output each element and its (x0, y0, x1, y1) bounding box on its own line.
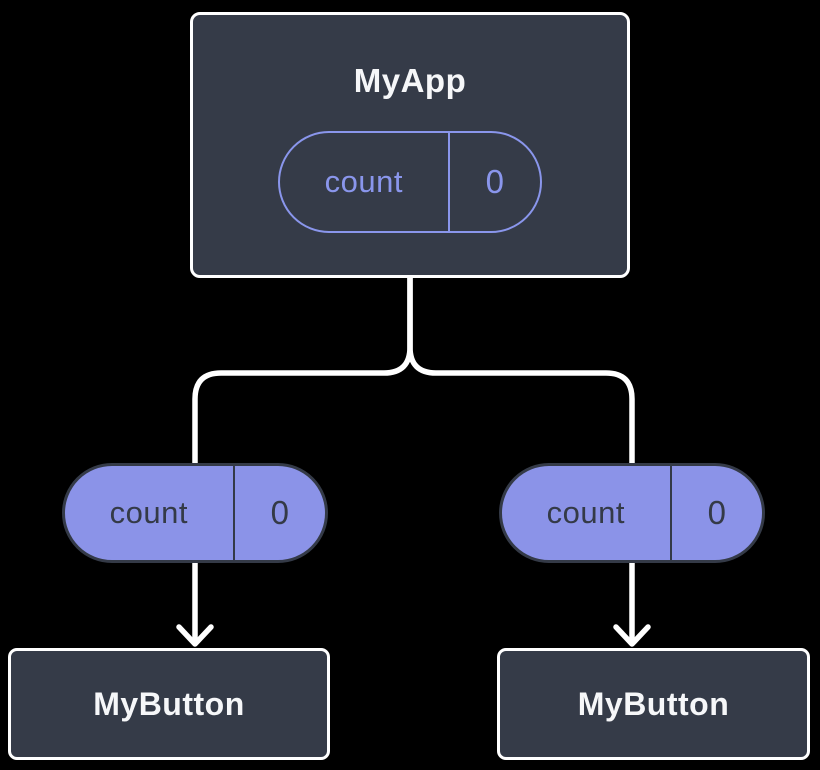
prop-key: count (546, 495, 626, 530)
arrowhead-icon (176, 624, 214, 647)
state-key: count (324, 164, 404, 199)
state-value: 0 (447, 133, 540, 231)
node-title: MyApp (353, 62, 467, 99)
node-title: MyButton (93, 686, 245, 722)
prop-pill-right: count 0 (499, 463, 765, 563)
component-node-myapp: MyApp count 0 (190, 12, 630, 278)
branch-line-right (407, 275, 635, 643)
state-pill-root: count 0 (278, 131, 542, 233)
component-node-mybutton-right: MyButton (497, 648, 810, 760)
branch-line-left (192, 275, 413, 643)
prop-pill-left: count 0 (62, 463, 328, 563)
prop-key: count (109, 495, 189, 530)
component-node-mybutton-left: MyButton (8, 648, 330, 760)
node-title: MyButton (577, 686, 730, 722)
prop-value: 0 (669, 466, 762, 560)
prop-value: 0 (232, 466, 325, 560)
arrowhead-icon (613, 624, 651, 647)
